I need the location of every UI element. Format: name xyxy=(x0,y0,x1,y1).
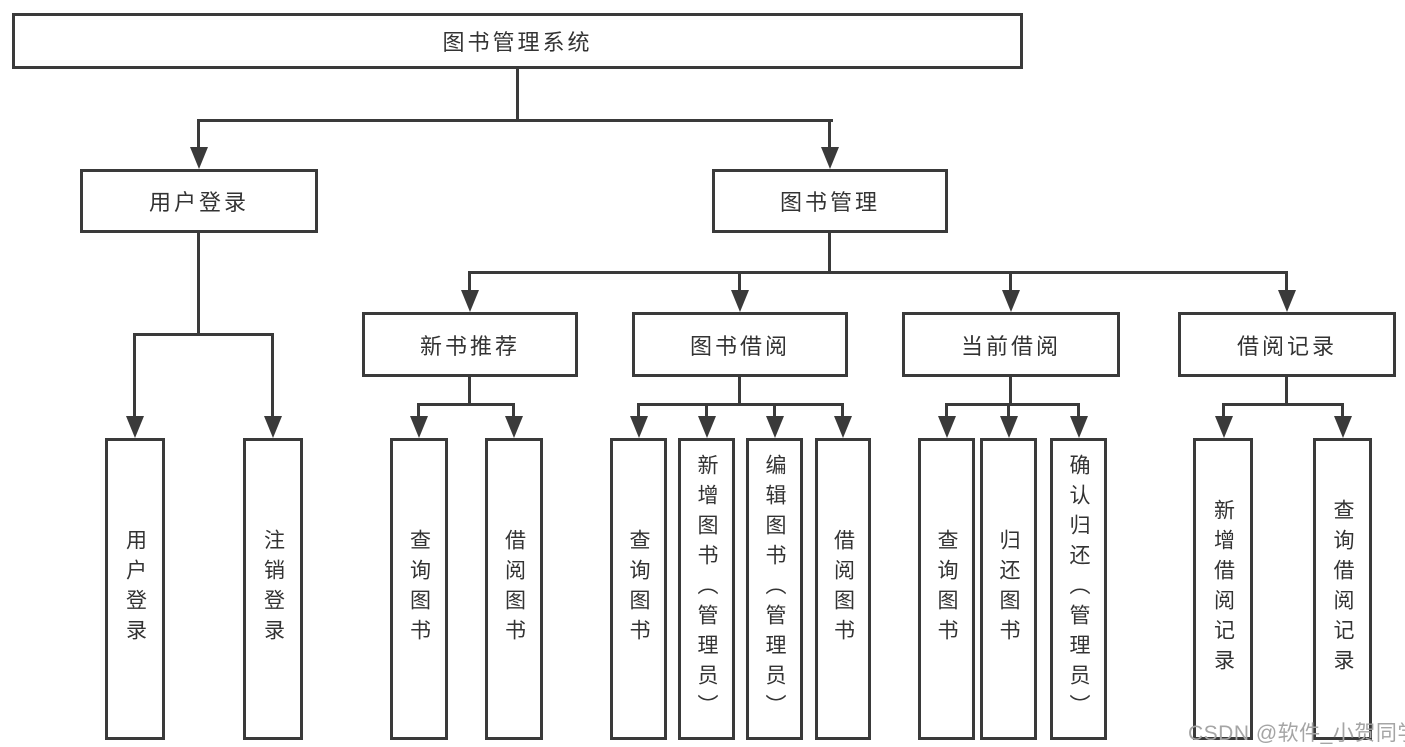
connector-line xyxy=(468,377,471,406)
leaf-borrow-books: 借阅图书 xyxy=(485,438,543,740)
leaf-query-books: 查询图书 xyxy=(918,438,975,740)
connector-line xyxy=(512,403,515,419)
leaf-label: 注销登录 xyxy=(261,529,285,649)
arrowhead-down-icon xyxy=(190,147,208,169)
connector-line xyxy=(1222,403,1225,419)
node-label: 图书借阅 xyxy=(689,333,790,359)
leaf-user-login: 用户登录 xyxy=(105,438,165,740)
arrowhead-down-icon xyxy=(410,416,428,438)
arrowhead-down-icon xyxy=(461,290,479,312)
leaf-label: 归还图书 xyxy=(997,529,1020,649)
connector-line xyxy=(1009,271,1012,293)
node-user-login: 用户登录 xyxy=(80,169,318,233)
connector-line xyxy=(1077,403,1080,419)
arrowhead-down-icon xyxy=(698,416,716,438)
connector-line xyxy=(468,271,1288,274)
leaf-logout: 注销登录 xyxy=(243,438,303,740)
connector-line xyxy=(417,403,420,419)
connector-line xyxy=(1007,403,1010,419)
node-current-borrowing: 当前借阅 xyxy=(902,312,1120,377)
node-book-management: 图书管理 xyxy=(712,169,948,233)
connector-line xyxy=(1009,377,1012,406)
connector-line xyxy=(133,333,274,336)
connector-line xyxy=(271,333,274,418)
connector-line xyxy=(133,333,136,418)
connector-line xyxy=(516,69,519,121)
connector-line xyxy=(1285,377,1288,406)
connector-line xyxy=(945,403,948,419)
node-label: 图书管理系统 xyxy=(442,30,593,55)
connector-line xyxy=(197,233,200,336)
leaf-edit-books-admin: 编辑图书（管理员） xyxy=(746,438,803,740)
node-label: 图书管理 xyxy=(779,190,880,215)
leaf-label: 查询图书 xyxy=(407,529,431,649)
arrowhead-down-icon xyxy=(1215,416,1233,438)
arrowhead-down-icon xyxy=(766,416,784,438)
leaf-label: 借阅图书 xyxy=(502,529,526,649)
arrowhead-down-icon xyxy=(1278,290,1296,312)
connector-line xyxy=(841,403,844,419)
connector-line xyxy=(1341,403,1344,419)
connector-line xyxy=(197,119,200,150)
connector-line xyxy=(828,233,831,274)
node-borrowing-records: 借阅记录 xyxy=(1178,312,1396,377)
connector-line xyxy=(828,119,831,150)
connector-line xyxy=(468,271,471,293)
arrowhead-down-icon xyxy=(938,416,956,438)
leaf-label: 借阅图书 xyxy=(831,529,855,649)
leaf-query-books: 查询图书 xyxy=(610,438,667,740)
arrowhead-down-icon xyxy=(264,416,282,438)
node-label: 新书推荐 xyxy=(419,333,520,359)
arrowhead-down-icon xyxy=(126,416,144,438)
arrowhead-down-icon xyxy=(1002,290,1020,312)
leaf-label: 编辑图书（管理员） xyxy=(763,454,786,724)
connector-line xyxy=(637,403,640,419)
node-label: 用户登录 xyxy=(148,190,249,215)
leaf-confirm-return-admin: 确认归还（管理员） xyxy=(1050,438,1107,740)
leaf-return-books: 归还图书 xyxy=(980,438,1037,740)
arrowhead-down-icon xyxy=(1000,416,1018,438)
connector-line xyxy=(705,403,708,419)
connector-line xyxy=(637,403,844,406)
connector-line xyxy=(1222,403,1344,406)
leaf-label: 查询图书 xyxy=(935,529,958,649)
watermark: CSDN @软件_小贺同学 xyxy=(1188,722,1405,745)
node-system-root: 图书管理系统 xyxy=(12,13,1023,69)
connector-line xyxy=(417,403,515,406)
node-label: 借阅记录 xyxy=(1236,333,1337,359)
leaf-borrow-books: 借阅图书 xyxy=(815,438,871,740)
arrowhead-down-icon xyxy=(1334,416,1352,438)
arrowhead-down-icon xyxy=(834,416,852,438)
leaf-query-books: 查询图书 xyxy=(390,438,448,740)
connector-line xyxy=(773,403,776,419)
leaf-add-books-admin: 新增图书（管理员） xyxy=(678,438,735,740)
connector-line xyxy=(738,271,741,293)
connector-line xyxy=(197,119,833,122)
leaf-add-borrow-record: 新增借阅记录 xyxy=(1193,438,1253,740)
connector-line xyxy=(945,403,1079,406)
leaf-label: 用户登录 xyxy=(123,529,147,649)
node-label: 当前借阅 xyxy=(960,333,1061,359)
leaf-label: 查询图书 xyxy=(627,529,650,649)
leaf-label: 查询借阅记录 xyxy=(1331,499,1354,679)
leaf-label: 新增图书（管理员） xyxy=(695,454,718,724)
leaf-label: 确认归还（管理员） xyxy=(1067,454,1090,724)
leaf-query-borrow-record: 查询借阅记录 xyxy=(1313,438,1372,740)
node-new-book-recommendation: 新书推荐 xyxy=(362,312,578,377)
arrowhead-down-icon xyxy=(1070,416,1088,438)
node-book-borrowing: 图书借阅 xyxy=(632,312,848,377)
connector-line xyxy=(738,377,741,406)
leaf-label: 新增借阅记录 xyxy=(1211,499,1235,679)
arrowhead-down-icon xyxy=(630,416,648,438)
arrowhead-down-icon xyxy=(821,147,839,169)
connector-line xyxy=(1285,271,1288,293)
arrowhead-down-icon xyxy=(505,416,523,438)
arrowhead-down-icon xyxy=(731,290,749,312)
